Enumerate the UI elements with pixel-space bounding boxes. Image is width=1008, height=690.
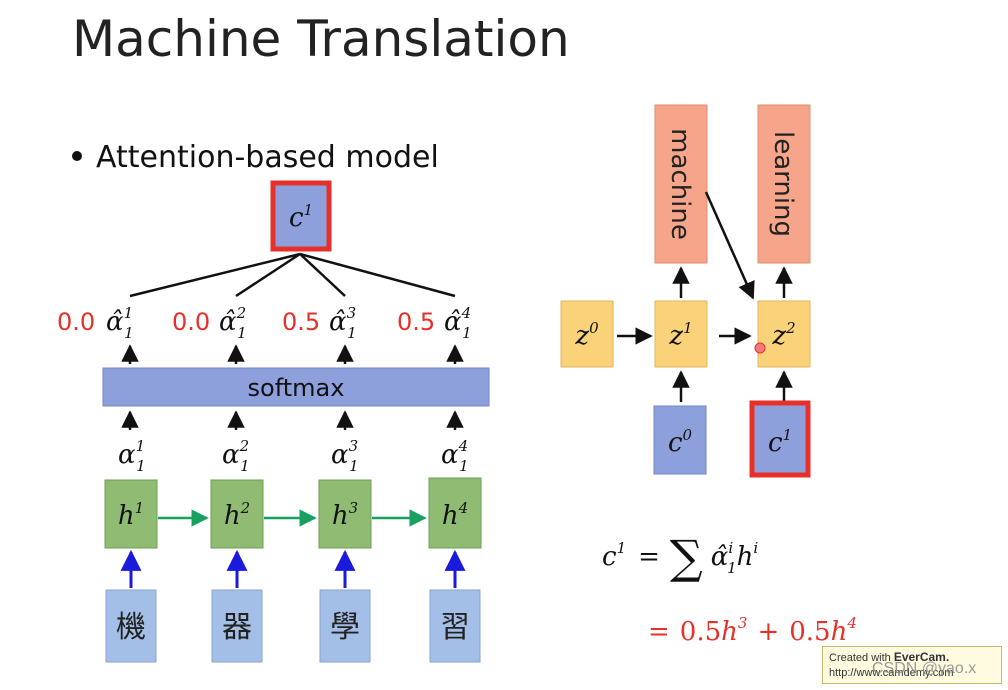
fan-line-3 <box>299 253 346 297</box>
state-box-z0 <box>560 300 614 368</box>
output-word-machine: machine <box>665 128 695 240</box>
output-box-learning <box>757 104 811 264</box>
hidden-box-4 <box>428 477 482 549</box>
input-char-1: 機 <box>116 610 146 645</box>
output-words: machine learning <box>654 104 811 264</box>
context-label-c0: c0 <box>668 426 693 458</box>
decoder-states: z0 z1 z2 <box>560 300 811 368</box>
weight-2: 0.0 <box>172 308 210 336</box>
input-char-4: 習 <box>440 610 470 645</box>
input-box-4 <box>429 589 481 663</box>
bullet-text: Attention-based model <box>96 140 439 175</box>
state-label-z1: z1 <box>668 319 692 351</box>
state-box-z2 <box>757 300 811 368</box>
formula-line-2: =0.5h3+0.5h4 <box>648 614 857 647</box>
output-box-machine <box>654 104 708 264</box>
alpha-to-softmax-arrows <box>121 410 464 430</box>
watermark-line-2: http://www.camdemy.com <box>829 667 954 679</box>
input-box-3 <box>319 589 371 663</box>
state-label-z2: z2 <box>771 319 795 351</box>
input-tokens: 機 器 學 習 <box>105 589 481 663</box>
weight-4: 0.5 <box>397 308 435 336</box>
bullet-dot <box>72 150 82 161</box>
slide-title: Machine Translation <box>72 10 570 68</box>
weight-1: 0.0 <box>57 308 95 336</box>
output-word-learning: learning <box>768 131 798 237</box>
input-box-1 <box>105 589 157 663</box>
cursor-dot <box>754 342 766 354</box>
attention-weights: 0.0 0.0 0.5 0.5 <box>57 308 435 336</box>
context-fan-in-lines <box>129 252 456 298</box>
bullet-item: Attention-based model <box>72 140 439 175</box>
fan-line-4 <box>299 252 456 298</box>
context-box-left <box>270 180 332 252</box>
hidden-label-1: h1 <box>118 499 144 531</box>
hidden-label-2: h2 <box>224 499 250 531</box>
context-box-c1 <box>749 400 811 478</box>
context-label-left: c1 <box>289 201 313 233</box>
state-label-z0: z0 <box>574 319 599 351</box>
input-to-hidden-arrows <box>120 549 466 588</box>
softmax-to-alphahat-arrows <box>121 344 464 364</box>
hidden-label-4: h4 <box>442 499 468 531</box>
weight-3: 0.5 <box>282 308 320 336</box>
csdn-watermark: CSDN @yao.x <box>872 660 977 677</box>
arrow-machine-to-z2 <box>704 191 755 300</box>
evercam-watermark: Created with EverCam. http://www.camdemy… <box>822 646 1002 684</box>
context-box-c0 <box>653 405 707 475</box>
watermark-line-1: Created with EverCam. <box>829 650 950 664</box>
hidden-states: h1 h2 h3 h4 <box>104 477 482 549</box>
fan-line-2 <box>235 252 301 298</box>
input-box-2 <box>211 589 263 663</box>
softmax-label: softmax <box>248 374 345 402</box>
input-char-2: 器 <box>222 610 252 645</box>
fan-line-1 <box>129 252 301 298</box>
hidden-label-3: h3 <box>332 499 358 531</box>
softmax-bar <box>102 367 490 407</box>
context-label-c1: c1 <box>768 426 792 458</box>
hidden-box-2 <box>210 479 264 549</box>
state-box-z1 <box>654 300 708 368</box>
hidden-box-1 <box>104 479 158 549</box>
input-char-3: 學 <box>330 610 360 645</box>
hidden-box-3 <box>318 479 372 549</box>
